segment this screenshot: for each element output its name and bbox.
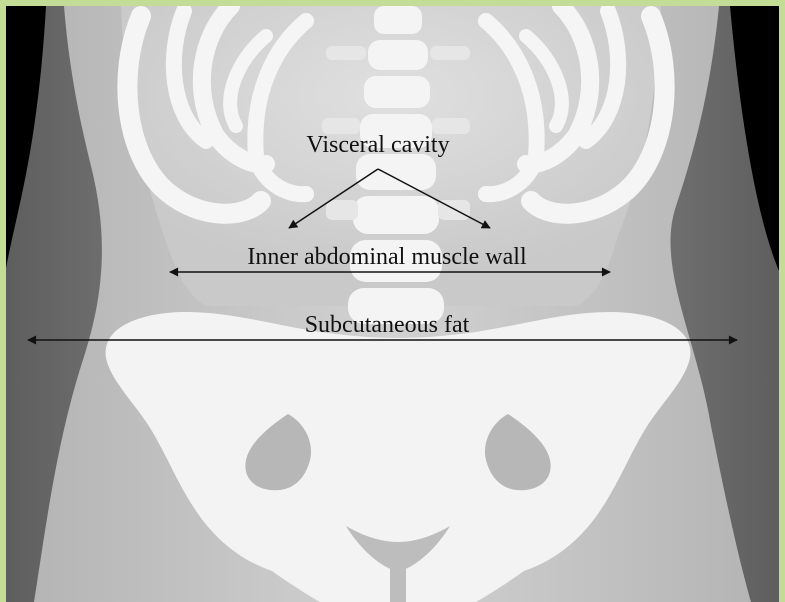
pubic-gap [390,556,406,602]
label-inner-abdominal-muscle-wall: Inner abdominal muscle wall [247,244,527,270]
abdominal-anatomy-diagram: Visceral cavity Inner abdominal muscle w… [6,6,779,602]
label-visceral-cavity: Visceral cavity [306,132,449,158]
label-subcutaneous-fat: Subcutaneous fat [305,312,470,338]
